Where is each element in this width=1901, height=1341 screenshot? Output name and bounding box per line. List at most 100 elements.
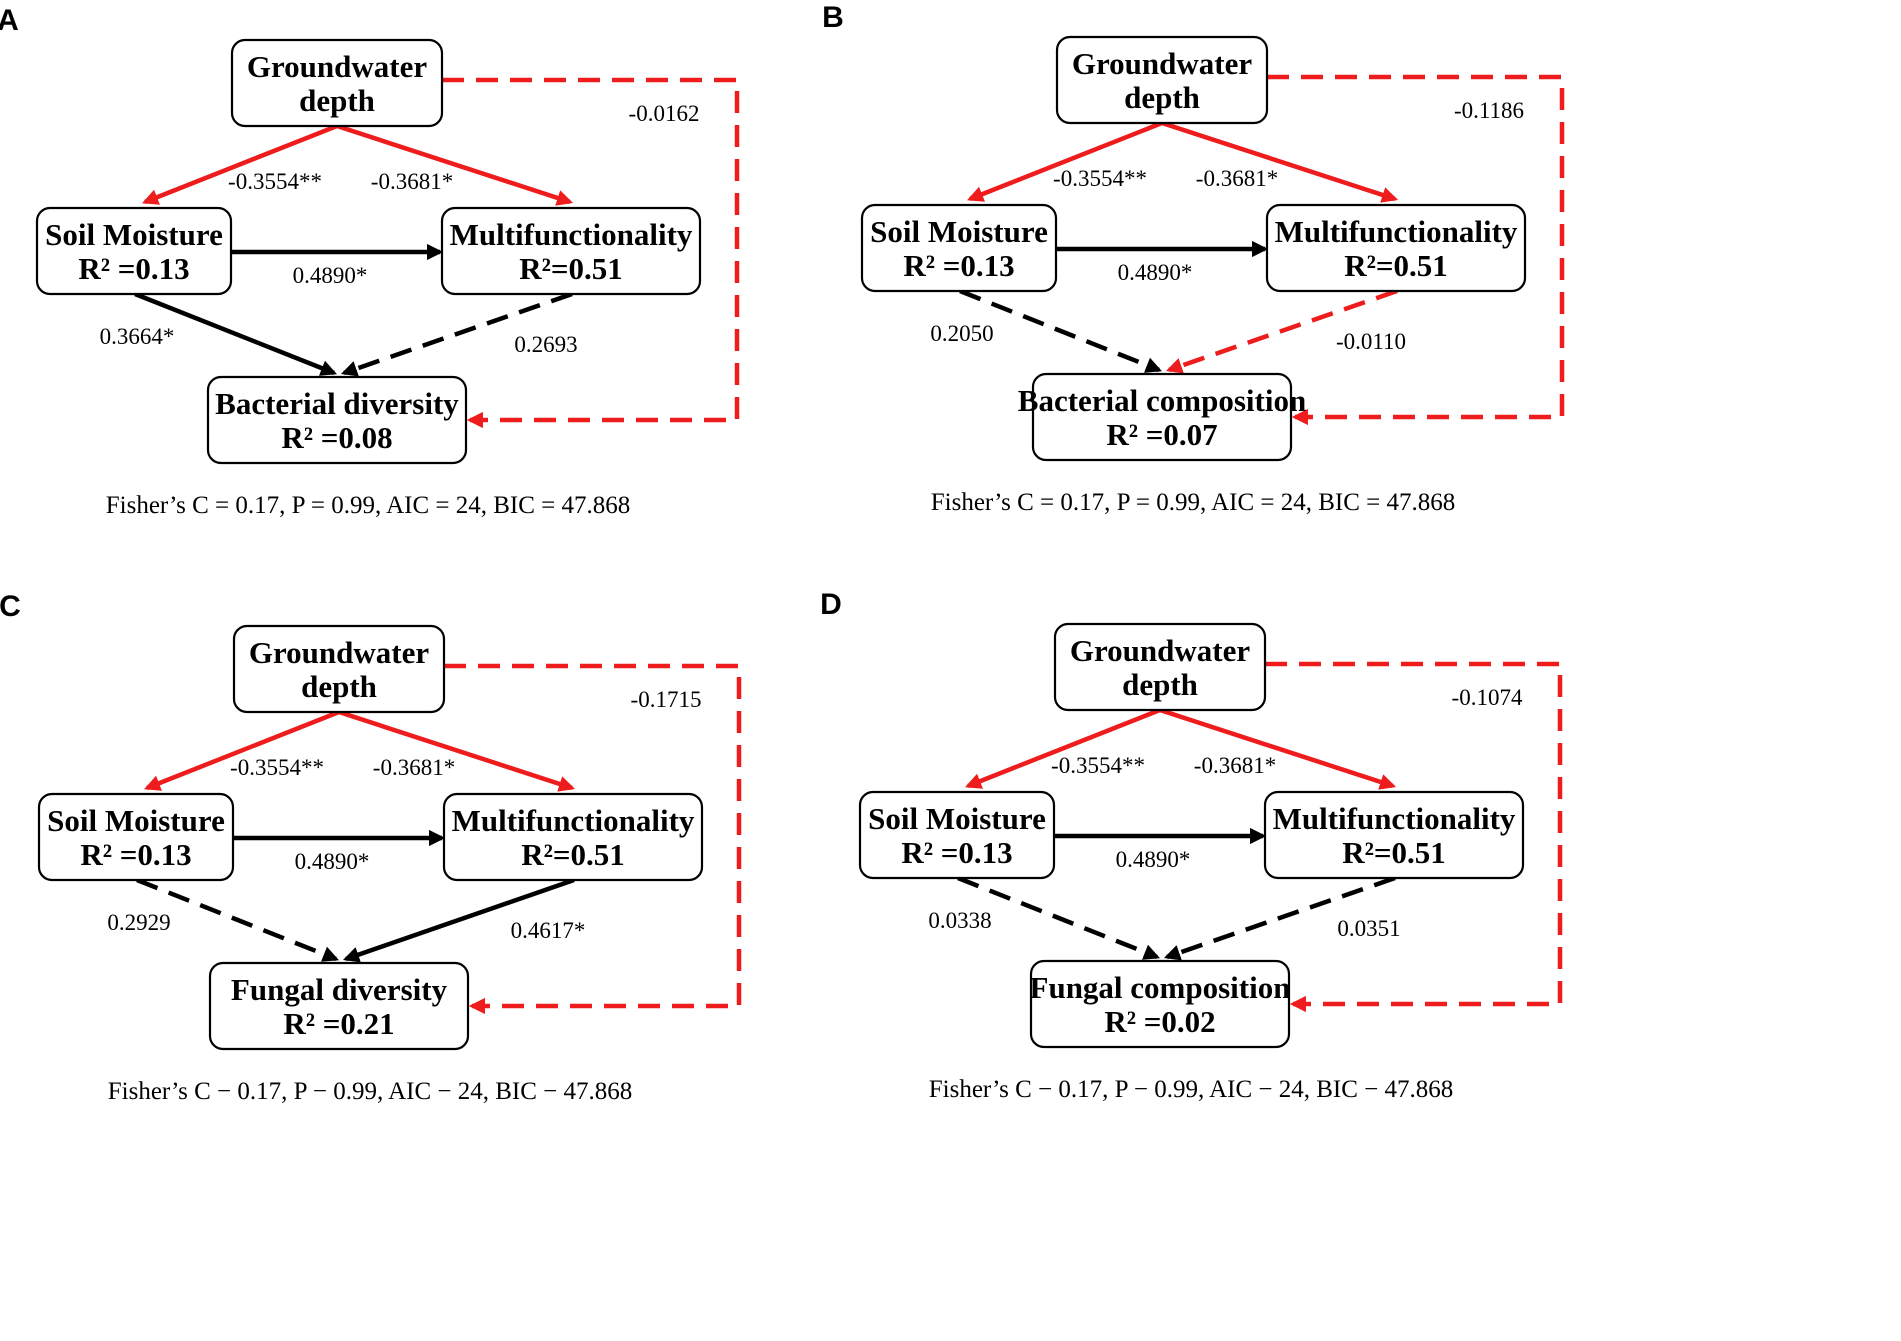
node-soil-moisture (860, 203, 1058, 293)
model-fit-statistics: Fisher’s C − 0.17, P − 0.99, AIC − 24, B… (929, 1076, 1454, 1103)
node-response (1029, 959, 1291, 1049)
node-soil-moisture-r2: R² =0.13 (80, 837, 191, 872)
path-multifunctionality-to-response (1163, 875, 1396, 961)
node-soil-moisture-label: Soil Moisture (870, 214, 1048, 249)
node-groundwater-depth-label-2: depth (299, 83, 375, 118)
node-soil-moisture-label: Soil Moisture (47, 803, 225, 838)
path-groundwater-to-response (444, 663, 742, 1015)
path-groundwater-to-response (1267, 74, 1565, 426)
coef-groundwater-response: -0.1186 (1454, 98, 1524, 123)
node-soil-moisture (858, 790, 1056, 880)
coef-soil-response: 0.3664* (100, 324, 175, 349)
coef-multifunctionality-response: 0.0351 (1337, 916, 1400, 941)
node-response-label: Fungal composition (1030, 970, 1291, 1005)
node-multifunctionality (1265, 203, 1527, 293)
coef-soil-response: 0.0338 (928, 908, 991, 933)
node-multifunctionality (1263, 790, 1525, 880)
node-multifunctionality-r2: R²=0.51 (519, 251, 623, 286)
node-response-r2: R² =0.08 (281, 420, 392, 455)
panel-letter: B (822, 1, 844, 34)
node-response-label: Bacterial composition (1018, 383, 1306, 418)
coef-groundwater-multifunctionality: -0.3681* (371, 169, 453, 194)
node-multifunctionality-label: Multifunctionality (452, 803, 695, 838)
panel-b: B-0.3554**-0.3681*0.4890*0.2050-0.0110-0… (822, 1, 1565, 516)
coef-groundwater-response: -0.1715 (631, 687, 702, 712)
path-multifunctionality-to-response (342, 877, 575, 963)
path-groundwater-to-multifunctionality (338, 709, 576, 792)
node-groundwater-depth (1053, 622, 1267, 712)
coef-groundwater-response: -0.1074 (1452, 685, 1523, 710)
path-groundwater-to-multifunctionality (1159, 707, 1397, 790)
node-multifunctionality-r2: R²=0.51 (1342, 835, 1446, 870)
path-groundwater-to-soil-moisture (966, 120, 1163, 202)
node-response (1031, 372, 1293, 462)
coef-soil-response: 0.2929 (107, 910, 170, 935)
panel-letter: A (0, 4, 19, 37)
node-groundwater-depth-label-2: depth (1122, 667, 1198, 702)
path-groundwater-to-multifunctionality (336, 123, 574, 206)
node-groundwater-depth-label-2: depth (1124, 80, 1200, 115)
node-groundwater-depth-label: Groundwater (1070, 633, 1251, 668)
path-groundwater-to-response (1265, 661, 1563, 1013)
coef-groundwater-soil: -0.3554** (230, 755, 324, 780)
coef-groundwater-soil: -0.3554** (1053, 166, 1147, 191)
coef-groundwater-multifunctionality: -0.3681* (1194, 753, 1276, 778)
coef-multifunctionality-response: -0.0110 (1336, 329, 1406, 354)
model-fit-statistics: Fisher’s C = 0.17, P = 0.99, AIC = 24, B… (106, 492, 631, 519)
panel-a: A-0.3554**-0.3681*0.4890*0.3664*0.2693-0… (0, 4, 740, 519)
coef-multifunctionality-response: 0.4617* (511, 918, 586, 943)
path-groundwater-to-soil-moisture (964, 707, 1161, 789)
model-fit-statistics: Fisher’s C − 0.17, P − 0.99, AIC − 24, B… (108, 1078, 633, 1105)
path-groundwater-to-response (442, 77, 740, 429)
node-groundwater-depth (230, 38, 444, 128)
coef-groundwater-multifunctionality: -0.3681* (1196, 166, 1278, 191)
node-response (206, 375, 468, 465)
coef-groundwater-soil: -0.3554** (1051, 753, 1145, 778)
coef-soil-multifunctionality: 0.4890* (1116, 847, 1191, 872)
path-soil-moisture-to-response (959, 288, 1163, 373)
coef-multifunctionality-response: 0.2693 (514, 332, 577, 357)
node-soil-moisture-r2: R² =0.13 (903, 248, 1014, 283)
node-groundwater-depth-label: Groundwater (1072, 46, 1253, 81)
node-soil-moisture-r2: R² =0.13 (78, 251, 189, 286)
node-response-r2: R² =0.21 (283, 1006, 394, 1041)
node-groundwater-depth-label-2: depth (301, 669, 377, 704)
path-groundwater-to-soil-moisture (141, 123, 338, 205)
panel-letter: C (0, 590, 21, 623)
node-soil-moisture (37, 792, 235, 882)
node-soil-moisture-label: Soil Moisture (45, 217, 223, 252)
node-groundwater-depth (232, 624, 446, 714)
coef-groundwater-response: -0.0162 (629, 101, 700, 126)
node-soil-moisture (35, 206, 233, 296)
node-groundwater-depth (1055, 35, 1269, 125)
node-multifunctionality-label: Multifunctionality (1275, 214, 1518, 249)
model-fit-statistics: Fisher’s C = 0.17, P = 0.99, AIC = 24, B… (931, 489, 1456, 516)
node-multifunctionality-r2: R²=0.51 (1344, 248, 1448, 283)
node-response-label: Fungal diversity (231, 972, 448, 1007)
node-response-r2: R² =0.07 (1106, 417, 1217, 452)
path-multifunctionality-to-response (1165, 288, 1398, 374)
node-soil-moisture-r2: R² =0.13 (901, 835, 1012, 870)
path-soil-moisture-to-response (136, 877, 340, 962)
node-response-r2: R² =0.02 (1104, 1004, 1215, 1039)
node-groundwater-depth-label: Groundwater (247, 49, 428, 84)
coef-soil-multifunctionality: 0.4890* (295, 849, 370, 874)
coef-soil-response: 0.2050 (930, 321, 993, 346)
path-groundwater-to-soil-moisture (143, 709, 340, 791)
path-soil-moisture-to-response (134, 291, 338, 376)
node-groundwater-depth-label: Groundwater (249, 635, 430, 670)
node-multifunctionality-label: Multifunctionality (450, 217, 693, 252)
node-response-label: Bacterial diversity (215, 386, 459, 421)
path-soil-moisture-to-response (957, 875, 1161, 960)
coef-soil-multifunctionality: 0.4890* (293, 263, 368, 288)
path-multifunctionality-to-response (340, 291, 573, 377)
panel-d: D -0.3554** -0.3681* 0.4890* 0.0338 0.0351 -0.… (820, 588, 1563, 1103)
node-multifunctionality (442, 792, 704, 882)
node-multifunctionality-label: Multifunctionality (1273, 801, 1516, 836)
node-multifunctionality (440, 206, 702, 296)
panel-letter: D (820, 588, 842, 621)
node-response (208, 961, 470, 1051)
node-soil-moisture-label: Soil Moisture (868, 801, 1046, 836)
